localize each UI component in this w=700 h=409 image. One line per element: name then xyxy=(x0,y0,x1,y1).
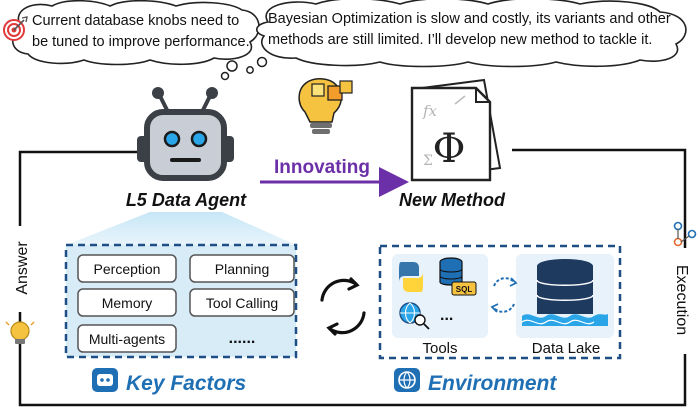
sql-label: SQL xyxy=(456,285,473,294)
tools-more: ... xyxy=(440,307,453,324)
robot-icon xyxy=(137,87,234,181)
key-factor-label: Multi-agents xyxy=(89,331,165,347)
projection-beam xyxy=(66,212,296,245)
execution-label-bg xyxy=(669,248,697,354)
key-factor-tool-calling: Tool Calling xyxy=(189,288,295,317)
sync-arrowhead xyxy=(490,303,499,313)
svg-text:Φ: Φ xyxy=(433,126,466,172)
thought-cloud-left xyxy=(12,0,260,81)
loop-frame xyxy=(18,148,687,407)
lake-label: Data Lake xyxy=(532,340,600,357)
key-factor-label: Perception xyxy=(94,261,161,277)
key-factor-label: Tool Calling xyxy=(206,295,278,311)
key-factor-label: Memory xyxy=(102,295,153,311)
answer-label-bg xyxy=(10,226,32,312)
loop-line xyxy=(18,148,687,407)
globe-icon xyxy=(394,368,420,392)
key-factor-perception: Perception xyxy=(77,254,177,283)
document-formula-icon: fx Σ Φ xyxy=(410,78,502,182)
cycle-arrows-icon xyxy=(320,277,366,336)
data-lake-icon xyxy=(521,259,608,326)
thought-left-line-1: Current database knobs need to xyxy=(32,13,239,29)
thought-right-line-2: methods are still limited. I’ll develop … xyxy=(268,32,652,48)
execution-label: Execution xyxy=(673,265,690,335)
svg-text:Σ: Σ xyxy=(423,153,433,169)
database-icon: SQL xyxy=(439,257,477,296)
key-factors-title: Key Factors xyxy=(126,372,246,395)
method-title: New Method xyxy=(399,190,506,210)
globe-search-icon xyxy=(399,302,430,330)
sync-arrowhead xyxy=(509,277,518,287)
key-factor-multi-agents: Multi-agents xyxy=(77,324,177,353)
key-factor-label: Planning xyxy=(215,261,270,277)
robot-badge-icon xyxy=(92,368,118,392)
agent-title: L5 Data Agent xyxy=(126,190,247,210)
target-icon xyxy=(3,16,28,41)
workflow-icon xyxy=(673,221,697,247)
environment-title: Environment xyxy=(428,372,557,395)
key-factor-more: ...... xyxy=(229,330,256,347)
thought-left-line-2: be tuned to improve performance. xyxy=(32,34,250,50)
answer-label: Answer xyxy=(14,241,31,295)
process-label: Innovating xyxy=(274,157,370,178)
thought-right-line-1: Bayesian Optimization is slow and costly… xyxy=(268,11,671,27)
key-factor-memory: Memory xyxy=(77,288,177,317)
python-icon xyxy=(399,262,423,292)
key-factor-planning: Planning xyxy=(189,254,295,283)
thought-cloud-right xyxy=(246,0,687,74)
svg-text:fx: fx xyxy=(422,102,438,120)
bulb-icon xyxy=(5,321,35,344)
lightbulb-puzzle-icon xyxy=(298,78,353,134)
tools-label: Tools xyxy=(422,340,457,357)
